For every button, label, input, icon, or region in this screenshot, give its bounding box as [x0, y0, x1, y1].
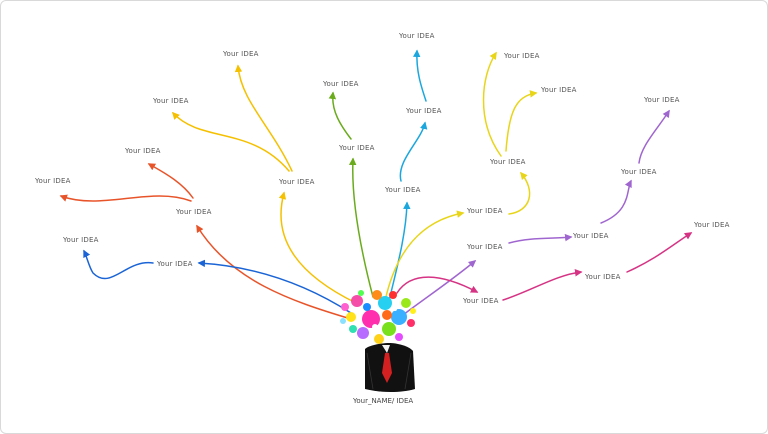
- branch-magenta-1: [502, 268, 583, 301]
- branch-yellow-2: [171, 111, 290, 172]
- idea-label-orange-main: Your IDEA: [175, 208, 212, 216]
- branch-lemon-2: [482, 51, 502, 157]
- idea-label-yellow-main: Your IDEA: [278, 178, 315, 186]
- idea-label-magenta-main: Your IDEA: [462, 297, 499, 305]
- suit-body-illustration: [365, 343, 415, 392]
- idea-label-lemon-1: Your IDEA: [489, 158, 526, 166]
- branch-cyan-1: [399, 121, 428, 182]
- idea-label-magenta-2: Your IDEA: [693, 221, 730, 229]
- branch-magenta-main: [396, 276, 479, 294]
- idea-label-magenta-1: Your IDEA: [584, 273, 621, 281]
- branch-purple-3: [638, 109, 670, 164]
- idea-label-purple-2: Your IDEA: [620, 168, 657, 176]
- idea-label-yellow-2: Your IDEA: [152, 97, 189, 105]
- idea-label-purple-1: Your IDEA: [572, 232, 609, 240]
- idea-label-blue-1: Your IDEA: [62, 236, 99, 244]
- idea-label-orange-1: Your IDEA: [124, 147, 161, 155]
- branch-yellow-main: [278, 191, 357, 304]
- branch-green-main: [348, 157, 374, 298]
- branch-blue-main: [197, 259, 352, 314]
- idea-label-yellow-1: Your IDEA: [222, 50, 259, 58]
- branch-orange-1: [147, 163, 194, 199]
- branch-magenta-2: [626, 232, 693, 273]
- idea-label-purple-main: Your IDEA: [466, 243, 503, 251]
- branch-purple-2: [600, 179, 632, 224]
- idea-label-lemon-2: Your IDEA: [503, 52, 540, 60]
- idea-label-orange-2: Your IDEA: [34, 177, 71, 185]
- branch-purple-1: [508, 233, 573, 244]
- idea-label-cyan-main: Your IDEA: [384, 186, 421, 194]
- idea-label-lemon-main: Your IDEA: [466, 207, 503, 215]
- branch-blue-1: [83, 249, 154, 280]
- idea-label-cyan-1: Your IDEA: [405, 107, 442, 115]
- branch-cyan-main: [388, 201, 411, 302]
- idea-label-purple-3: Your IDEA: [643, 96, 680, 104]
- idea-label-green-main: Your IDEA: [338, 144, 375, 152]
- branch-purple-main: [402, 260, 477, 316]
- idea-label-lemon-3: Your IDEA: [540, 86, 577, 94]
- idea-label-green-1: Your IDEA: [322, 80, 359, 88]
- branch-orange-main: [196, 224, 352, 320]
- center-name-label: Your_NAME/ IDEA: [352, 397, 413, 405]
- branch-yellow-1: [234, 64, 293, 172]
- branch-lemon-main: [384, 210, 465, 302]
- branch-lemon-3: [505, 90, 538, 152]
- branch-orange-2: [59, 194, 192, 202]
- paint-splash-head: [340, 290, 416, 344]
- branch-cyan-2: [412, 49, 427, 102]
- idea-label-blue-main: Your IDEA: [156, 260, 193, 268]
- idea-label-cyan-2: Your IDEA: [398, 32, 435, 40]
- branch-green-1: [328, 91, 352, 140]
- branch-lemon-1: [508, 171, 531, 215]
